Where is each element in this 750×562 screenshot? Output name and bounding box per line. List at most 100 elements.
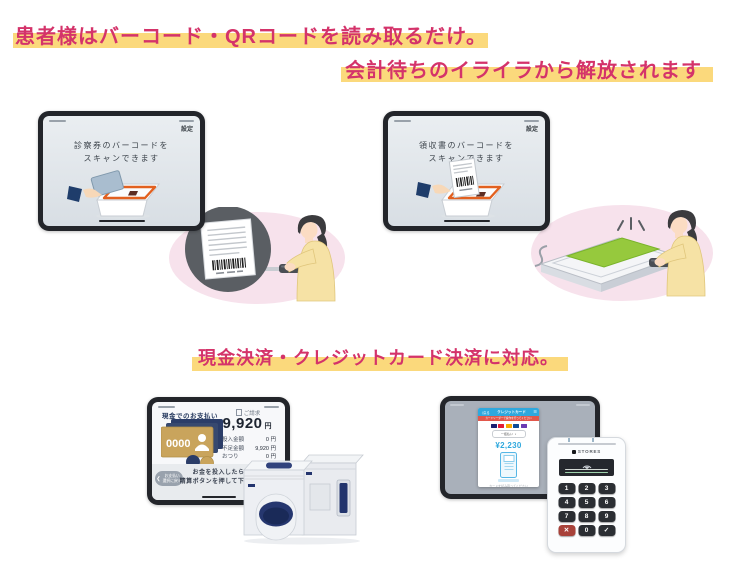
cash-screen-title: 現金でのお支払い (162, 413, 218, 420)
settings-button[interactable]: 設定 (525, 127, 538, 133)
brand-logo-icon (571, 449, 576, 454)
scan-message: 診察券のバーコードを スキャンできます (43, 139, 200, 165)
reader-illus-screen (503, 454, 514, 462)
scan-target-frame (447, 185, 502, 200)
card-reader-illustration (500, 451, 517, 478)
brand-icon-jcb (505, 423, 512, 428)
billed-amount-unit: 円 (264, 423, 272, 430)
brand-icon-diners (520, 423, 527, 428)
scanned-sheet (565, 237, 661, 268)
key-6: 6 (598, 497, 615, 508)
settings-button[interactable]: 設定 (180, 127, 193, 133)
status-bar-icons (179, 120, 194, 122)
app-title: クレジットカード (497, 409, 526, 414)
key-4: 4 (558, 497, 575, 508)
scan-message: 領収書のバーコードを スキャンできます (388, 139, 545, 165)
scan-window (128, 191, 138, 196)
barcode (211, 257, 247, 271)
brand-icon-visa (490, 423, 497, 428)
menu-icon[interactable]: ☰ (533, 409, 537, 414)
patient-card (90, 170, 124, 197)
card-reader-terminal: STORES 1 2 3 4 5 6 7 8 9 ✕ 0 ✓ (547, 437, 626, 553)
invoice-icon (235, 409, 242, 416)
brand-icon-mastercard (498, 423, 504, 428)
tablet-scan-card: 設定 診察券のバーコードを スキャンできます (38, 111, 205, 231)
reader-caption: カードを読み取ってください (489, 484, 528, 487)
receipt-scan-graphic (416, 158, 505, 219)
emphasis-marks (617, 217, 645, 231)
headline-2-highlight (341, 67, 713, 82)
brand-logo: STORES (548, 449, 625, 454)
cable (534, 245, 548, 267)
key-7: 7 (558, 511, 575, 522)
key-2: 2 (578, 483, 595, 494)
scan-message-line2: スキャンできます (428, 154, 505, 163)
sleeve (67, 186, 82, 202)
status-bar-left (158, 406, 175, 408)
scan-card-illustration (169, 207, 345, 304)
scan-target-frame (102, 185, 157, 200)
person-glyph (195, 444, 209, 451)
insert-money-instruction: お金を投入したら 精算ボタンを押して下さい (179, 470, 258, 485)
status-bar-left (49, 120, 66, 122)
key-3: 3 (598, 483, 615, 494)
status-bar-icons (264, 406, 279, 408)
key-9: 9 (598, 511, 615, 522)
bill-slot (339, 483, 348, 513)
status-bar-icons (524, 120, 539, 122)
home-indicator[interactable] (201, 495, 236, 498)
scanner-box (96, 199, 148, 217)
headline-payment-text: 現金決済・クレジットカード決済に対応。 (198, 348, 559, 368)
tablet-scan-receipt: 設定 領収書のバーコードを スキャンできます (383, 111, 550, 231)
cash-changer-machine (243, 454, 364, 545)
billed-amount-number: 9,920 (222, 415, 263, 432)
payment-app-panel: 〈戻る クレジットカード ☰ カードリーダーで操作を行ってください 一括払い▾ … (478, 408, 539, 487)
key-0: 0 (578, 525, 595, 536)
display-text-line (565, 471, 608, 473)
home-indicator[interactable] (98, 219, 145, 222)
brand-icon-amex (513, 423, 519, 428)
barcode-paper (200, 218, 256, 280)
key-5: 5 (578, 497, 595, 508)
card-swipe-slot (557, 443, 616, 445)
hand (432, 184, 451, 194)
nfc-icon (582, 465, 591, 469)
header-back-button[interactable]: 〈戻る (480, 410, 490, 415)
terminal-display (559, 459, 614, 476)
display-text-line (565, 468, 608, 470)
installment-dropdown[interactable]: 一括払い▾ (491, 430, 526, 438)
home-indicator[interactable] (443, 219, 490, 222)
headline-relief-text: 会計待ちのイライラから解放されます (345, 60, 702, 82)
hand (83, 188, 102, 198)
chevron-down-icon: ▾ (514, 432, 517, 436)
key-1: 1 (558, 483, 575, 494)
scan-message-line1: 領収書のバーコードを (419, 141, 514, 150)
alert-banner: カードリーダーで操作を行ってください (478, 416, 539, 421)
sleeve (416, 182, 431, 198)
back-arrow-icon: ❮ (156, 475, 161, 482)
key-8: 8 (578, 511, 595, 522)
headline-1-highlight (13, 33, 488, 48)
app-header: 〈戻る クレジットカード ☰ (478, 408, 539, 416)
status-bar-left (394, 120, 411, 122)
brand-logo-text: STORES (577, 449, 602, 454)
flatbed-scan-illustration (531, 205, 713, 301)
scan-message-line2: スキャンできます (83, 154, 160, 163)
key-ok: ✓ (598, 525, 615, 536)
card-slot-notch (592, 438, 594, 442)
back-to-payment-select-button[interactable]: ❮ お支払い選択に戻る (155, 471, 183, 486)
headline-scan-text: 患者様はバーコード・QRコードを読み取るだけ。 (15, 26, 487, 48)
card-scan-graphic (67, 170, 160, 219)
card-slot-notch (568, 438, 570, 442)
bill-counter: 0000 (166, 438, 190, 450)
charge-amount: ¥2,230 (495, 440, 522, 450)
terminal-keypad: 1 2 3 4 5 6 7 8 9 ✕ 0 ✓ (558, 483, 615, 536)
money-illustration: 0000 (161, 419, 223, 469)
